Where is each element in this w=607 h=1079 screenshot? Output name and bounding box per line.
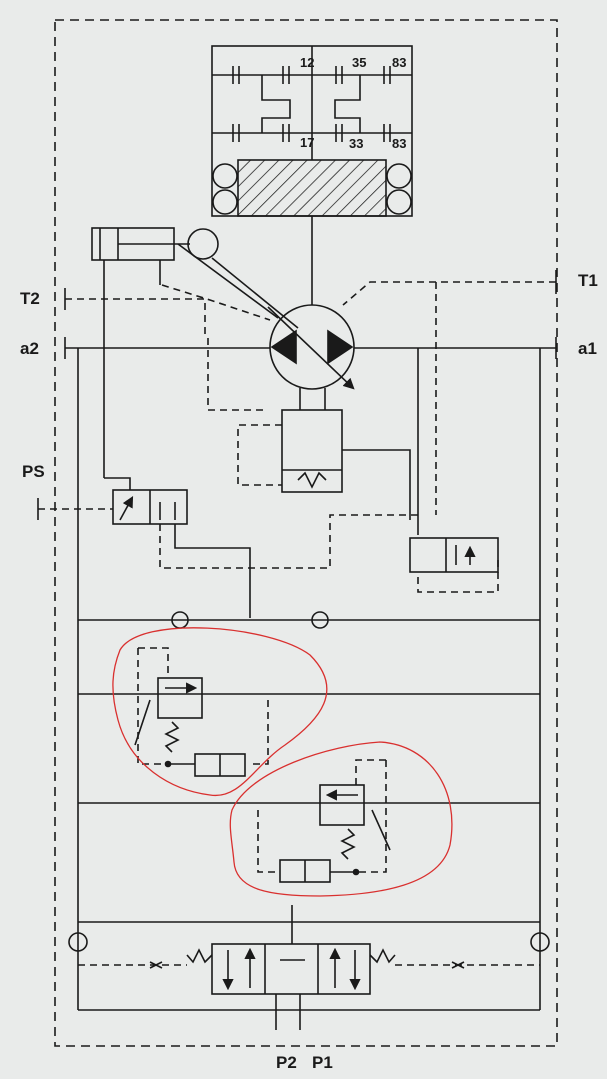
pump-control-valve [207,338,411,520]
ps-valve [37,477,418,618]
servo-cylinder [91,227,219,478]
port-label-a1: a1 [578,339,597,358]
variable-pump-motor [177,243,355,390]
gearbox [211,45,413,217]
gear-number: 83 [392,55,407,70]
port-label-p2: P2 [276,1053,297,1072]
gear-number: 83 [392,136,407,151]
relief-valve-left [134,647,269,777]
gear-number: 17 [300,135,315,150]
port-label-t1: T1 [578,271,598,290]
port-label-a2: a2 [20,339,39,358]
main-directional-valve [68,905,550,1030]
gear-number: 33 [349,136,364,151]
highlight-loop-left [112,627,328,797]
port-label-p1: P1 [312,1053,333,1072]
relief-valve-right [257,759,391,883]
gear-number: 35 [352,55,367,70]
right-control-valve [409,537,499,593]
gear-number: 12 [300,55,315,70]
enclosure-boundary [54,19,558,1047]
port-label-t2: T2 [20,289,40,308]
port-label-ps: PS [22,462,45,481]
highlight-loop-right [229,741,453,897]
